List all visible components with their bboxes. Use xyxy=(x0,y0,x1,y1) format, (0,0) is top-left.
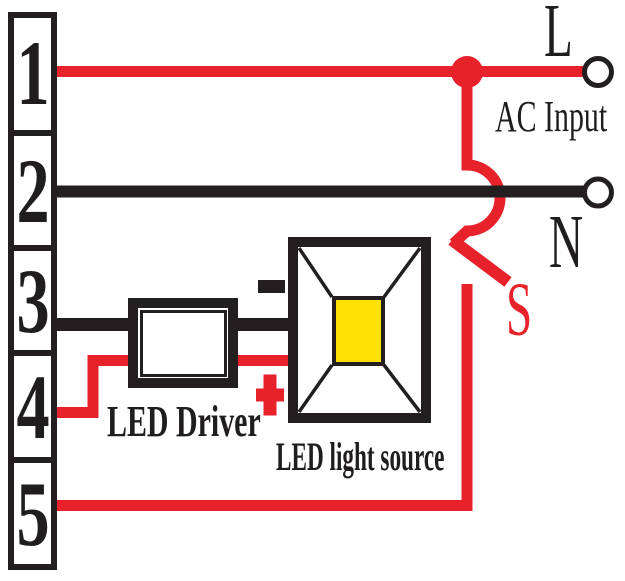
led-light-source-label: LED light source xyxy=(276,434,445,479)
terminal-block xyxy=(8,12,57,570)
reflector-edge-top-right xyxy=(382,246,422,299)
terminal-1: 1 xyxy=(8,12,57,133)
led-driver-label: LED Driver xyxy=(107,397,261,446)
terminal-3-label: 3 xyxy=(15,249,50,352)
plus-icon xyxy=(256,374,284,416)
switch-return-wire xyxy=(57,284,473,511)
switch-feed-wire xyxy=(449,78,506,248)
terminal-3: 3 xyxy=(8,248,57,353)
reflector-edge-bottom-left xyxy=(297,363,334,414)
reflector-edge-top-left xyxy=(297,247,334,298)
terminal-2-label: 2 xyxy=(15,139,50,242)
switch-blade xyxy=(448,235,512,287)
switch-label: S xyxy=(506,268,533,352)
led-emitter-chip xyxy=(332,296,385,366)
line-terminal-circle xyxy=(582,56,614,88)
terminal-5: 5 xyxy=(8,460,57,567)
led-driver-inner-box xyxy=(140,310,227,377)
minus-icon xyxy=(258,280,285,293)
line-label: L xyxy=(544,0,573,73)
ac-input-label: AC Input xyxy=(495,92,608,141)
neutral-label: N xyxy=(549,200,584,284)
terminal-5-label: 5 xyxy=(15,462,50,565)
terminal-1-label: 1 xyxy=(15,21,50,124)
terminal-4-label: 4 xyxy=(15,355,50,458)
reflector-edge-bottom-right xyxy=(382,363,422,414)
terminal-4: 4 xyxy=(8,353,57,460)
junction-dot xyxy=(451,56,483,88)
terminal-2: 2 xyxy=(8,133,57,248)
neutral-terminal-circle xyxy=(582,176,614,209)
